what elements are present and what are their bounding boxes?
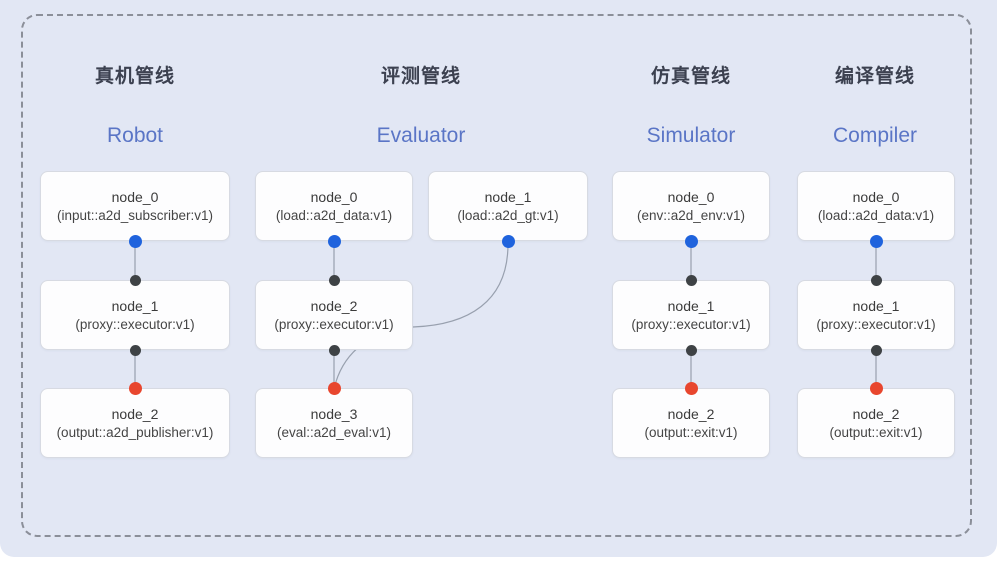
node-name: node_1 (852, 297, 900, 314)
node-type: (output::exit:v1) (644, 424, 738, 440)
pipeline-title-en-compiler: Compiler (832, 124, 918, 147)
node-type: (output::exit:v1) (829, 424, 923, 440)
pipeline-title-en-evaluator: Evaluator (376, 124, 466, 147)
node-type: (load::a2d_data:v1) (817, 207, 935, 223)
node-type: (proxy::executor:v1) (274, 316, 394, 332)
node-name: node_0 (667, 188, 715, 205)
node-type: (proxy::executor:v1) (75, 316, 195, 332)
simulator-node-0-box[interactable]: node_0 (env::a2d_env:v1) (612, 171, 770, 241)
robot-node-2-box[interactable]: node_2 (output::a2d_publisher:v1) (40, 388, 230, 458)
node-name: node_2 (667, 405, 715, 422)
input-port-dot-evaluator-n3[interactable] (327, 381, 341, 395)
output-port-dot-compiler-n0[interactable] (869, 234, 883, 248)
output-port-dot-simulator-n1[interactable] (685, 344, 697, 356)
node-type: (eval::a2d_eval:v1) (276, 424, 392, 440)
node-name: node_3 (310, 405, 358, 422)
node-type: (proxy::executor:v1) (631, 316, 751, 332)
input-port-dot-robot-n2[interactable] (128, 381, 142, 395)
input-port-dot-evaluator-n2[interactable] (328, 274, 340, 286)
pipeline-title-zh-simulator: 仿真管线 (650, 66, 731, 87)
node-type: (load::a2d_gt:v1) (457, 207, 559, 223)
pipeline-title-zh-robot: 真机管线 (94, 66, 175, 87)
input-port-dot-simulator-n2[interactable] (684, 381, 698, 395)
dashed-border-frame (21, 14, 972, 537)
node-type: (output::a2d_publisher:v1) (56, 424, 214, 440)
pipeline-title-en-simulator: Simulator (646, 124, 736, 147)
input-port-dot-robot-n1[interactable] (129, 274, 141, 286)
robot-node-0-box[interactable]: node_0 (input::a2d_subscriber:v1) (40, 171, 230, 241)
node-type: (load::a2d_data:v1) (275, 207, 393, 223)
compiler-node-1-box[interactable]: node_1 (proxy::executor:v1) (797, 280, 955, 350)
evaluator-node-0-box[interactable]: node_0 (load::a2d_data:v1) (255, 171, 413, 241)
compiler-node-2-box[interactable]: node_2 (output::exit:v1) (797, 388, 955, 458)
evaluator-node-2-box[interactable]: node_2 (proxy::executor:v1) (255, 280, 413, 350)
robot-node-1-box[interactable]: node_1 (proxy::executor:v1) (40, 280, 230, 350)
pipeline-title-en-robot: Robot (106, 124, 164, 147)
node-name: node_2 (852, 405, 900, 422)
output-port-dot-evaluator-n2[interactable] (328, 344, 340, 356)
node-type: (input::a2d_subscriber:v1) (56, 207, 214, 223)
node-name: node_1 (484, 188, 532, 205)
node-name: node_2 (111, 405, 159, 422)
output-port-dot-evaluator-n0[interactable] (327, 234, 341, 248)
node-name: node_0 (111, 188, 159, 205)
output-port-dot-compiler-n1[interactable] (870, 344, 882, 356)
pipeline-title-zh-evaluator: 评测管线 (380, 66, 461, 87)
node-type: (proxy::executor:v1) (816, 316, 936, 332)
node-name: node_1 (667, 297, 715, 314)
node-type: (env::a2d_env:v1) (636, 207, 746, 223)
output-port-dot-robot-n0[interactable] (128, 234, 142, 248)
node-name: node_2 (310, 297, 358, 314)
input-port-dot-simulator-n1[interactable] (685, 274, 697, 286)
node-name: node_0 (310, 188, 358, 205)
output-port-dot-simulator-n0[interactable] (684, 234, 698, 248)
output-port-dot-evaluator-n1[interactable] (501, 234, 515, 248)
pipeline-title-zh-compiler: 编译管线 (834, 66, 915, 87)
output-port-dot-robot-n1[interactable] (129, 344, 141, 356)
input-port-dot-compiler-n2[interactable] (869, 381, 883, 395)
simulator-node-1-box[interactable]: node_1 (proxy::executor:v1) (612, 280, 770, 350)
compiler-node-0-box[interactable]: node_0 (load::a2d_data:v1) (797, 171, 955, 241)
evaluator-node-1-box[interactable]: node_1 (load::a2d_gt:v1) (428, 171, 588, 241)
input-port-dot-compiler-n1[interactable] (870, 274, 882, 286)
node-name: node_1 (111, 297, 159, 314)
evaluator-node-3-box[interactable]: node_3 (eval::a2d_eval:v1) (255, 388, 413, 458)
simulator-node-2-box[interactable]: node_2 (output::exit:v1) (612, 388, 770, 458)
node-name: node_0 (852, 188, 900, 205)
